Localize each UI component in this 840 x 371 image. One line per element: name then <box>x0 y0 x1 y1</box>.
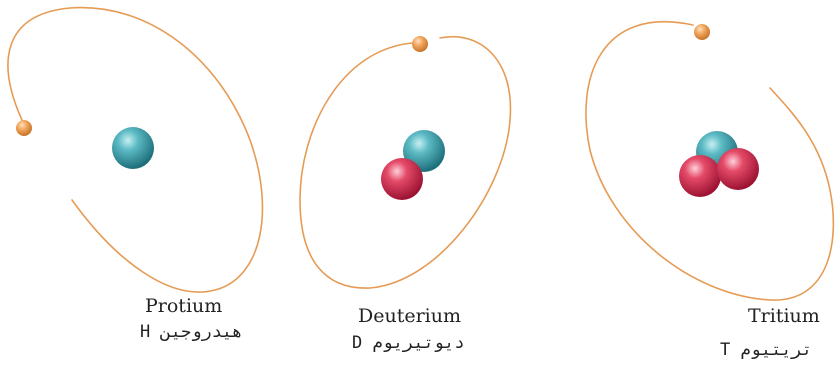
deuterium-neutron <box>381 158 423 200</box>
tritium-atom <box>586 22 833 300</box>
tritium-label: Tritium <box>748 305 820 327</box>
deuterium-arabic-label: ديوتيريوم D <box>352 333 465 353</box>
protium-electron <box>16 120 32 136</box>
deuterium-atom <box>300 36 510 288</box>
deuterium-electron <box>412 36 428 52</box>
tritium-electron <box>694 24 710 40</box>
tritium-neutron-right <box>717 148 759 190</box>
protium-label: Protium <box>145 295 222 317</box>
tritium-arabic-label: تريتيوم T <box>720 340 812 360</box>
deuterium-label: Deuterium <box>358 305 461 327</box>
protium-atom <box>8 8 262 292</box>
protium-arabic-label: هيدروجين H <box>140 322 242 342</box>
tritium-neutron-left <box>679 155 721 197</box>
protium-proton <box>112 127 154 169</box>
